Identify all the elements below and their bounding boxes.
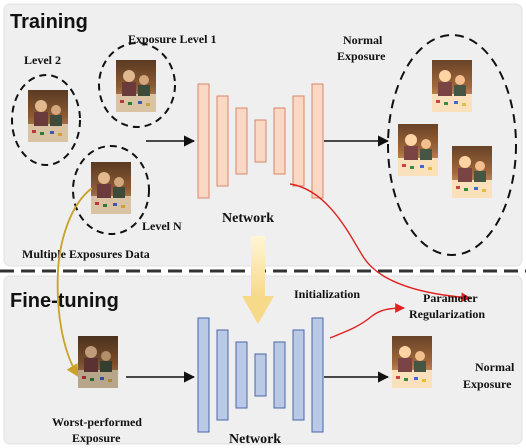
multiple-exposures-data-label: Multiple Exposures Data — [22, 247, 150, 261]
finetuning-heading: Fine-tuning — [10, 290, 119, 312]
normal-exposure-top-label-2: Exposure — [337, 49, 386, 63]
finetune-output-photo — [392, 336, 432, 388]
normal-exposure-ellipse — [387, 34, 517, 256]
parameter-regularization-label-1: Parameter — [423, 291, 478, 305]
initialization-arrow — [242, 236, 274, 324]
training-layer-1 — [197, 83, 210, 199]
normal-exposure-photo-3 — [452, 146, 492, 198]
training-layer-5 — [273, 107, 286, 175]
red-arrow-from-finetuning — [329, 303, 405, 339]
training-layer-2 — [216, 95, 229, 187]
finetune-layer-1 — [197, 317, 210, 433]
level-n-ellipse — [72, 145, 150, 235]
training-network-label: Network — [222, 211, 274, 226]
normal-exposure-photo-2 — [398, 124, 438, 176]
level-n-label: Level N — [142, 219, 182, 233]
finetune-layer-6 — [292, 329, 305, 421]
level-2-label: Level 2 — [24, 53, 61, 67]
exposure-level-1-label: Exposure Level 1 — [128, 32, 216, 46]
finetune-layer-2 — [216, 329, 229, 421]
normal-exposure-bottom-label-1: Normal — [475, 360, 515, 374]
worst-performed-label-1: Worst-performed — [52, 415, 142, 429]
finetuning-network-label: Network — [229, 432, 281, 447]
normal-exposure-photo-1 — [432, 60, 472, 112]
training-layer-6 — [292, 95, 305, 187]
finetune-layer-3 — [235, 341, 248, 409]
worst-performed-label-2: Exposure — [72, 431, 121, 445]
initialization-label: Initialization — [294, 287, 360, 301]
level-2-ellipse — [11, 74, 81, 166]
parameter-regularization-label-2: Regularization — [409, 307, 485, 321]
finetune-layer-7 — [311, 317, 324, 433]
exposure-level-1-ellipse — [98, 42, 176, 128]
red-arrow-from-training — [289, 183, 471, 303]
level-2-photo — [28, 90, 68, 142]
normal-exposure-bottom-label-2: Exposure — [463, 377, 512, 391]
training-heading: Training — [10, 11, 88, 33]
level-n-photo — [91, 162, 131, 214]
training-layer-7 — [311, 83, 324, 199]
training-layer-4 — [254, 119, 267, 163]
training-network — [197, 83, 324, 199]
finetune-layer-5 — [273, 341, 286, 409]
exposure-level-1-photo — [116, 60, 156, 112]
training-layer-3 — [235, 107, 248, 175]
gold-selection-arrow — [56, 187, 93, 378]
finetune-layer-4 — [254, 353, 267, 397]
finetuning-network — [197, 317, 324, 433]
normal-exposure-top-label-1: Normal — [343, 33, 383, 47]
worst-performed-photo — [78, 336, 118, 388]
